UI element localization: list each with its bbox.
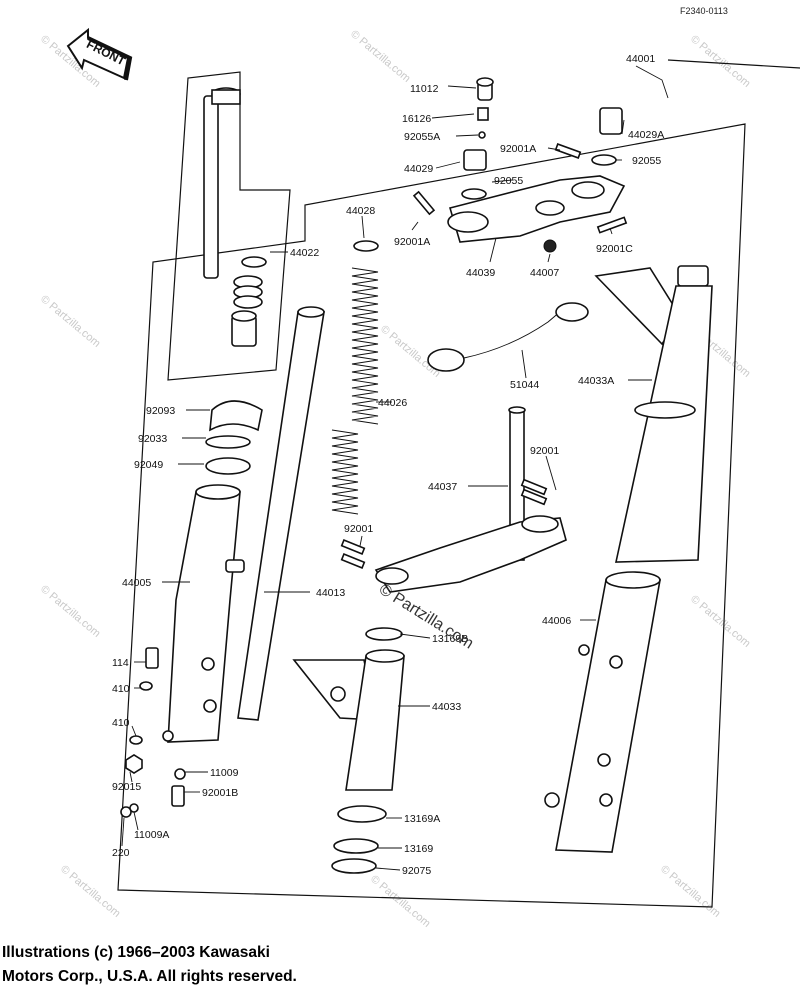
- watermark: © Partzilla.com: [688, 593, 752, 650]
- part-label-44005: 44005: [122, 577, 151, 589]
- part-label-44001: 44001: [626, 53, 655, 65]
- part-label-92015: 92015: [112, 781, 141, 793]
- watermark: © Partzilla.com: [38, 583, 102, 640]
- watermark: © Partzilla.com: [58, 863, 122, 920]
- part-label-92093: 92093: [146, 405, 175, 417]
- part-label-92001-mid: 92001: [344, 523, 373, 535]
- copyright-line-1: Illustrations (c) 1966–2003 Kawasaki: [2, 944, 270, 961]
- left-fork-slider: [120, 400, 263, 818]
- part-label-44013: 44013: [316, 587, 345, 599]
- part-label-44033: 44033: [432, 701, 461, 713]
- part-label-44029: 44029: [404, 163, 433, 175]
- part-label-44029A: 44029A: [628, 129, 664, 141]
- part-label-44028: 44028: [346, 205, 375, 217]
- part-label-13169A: 13169A: [404, 813, 440, 825]
- copyright-line-2: Motors Corp., U.S.A. All rights reserved…: [2, 968, 297, 985]
- lower-cover: [292, 627, 405, 874]
- damper-inset-outline: [167, 71, 291, 381]
- damper-rod: [203, 87, 267, 347]
- part-label-11009: 11009: [210, 767, 239, 779]
- upper-bracket: [412, 77, 628, 253]
- part-label-92001-right: 92001: [530, 445, 559, 457]
- watermark-overlay: © Partzilla.com: [376, 581, 476, 653]
- part-label-44007: 44007: [530, 267, 559, 279]
- part-label-16126: 16126: [402, 113, 431, 125]
- right-fork: [544, 265, 713, 853]
- part-label-410-a: 410: [112, 683, 130, 695]
- watermark: © Partzilla.com: [38, 293, 102, 350]
- part-label-114: 114: [112, 657, 129, 669]
- leader-lines: [121, 65, 669, 871]
- part-label-13169: 13169: [404, 843, 433, 855]
- part-label-92033: 92033: [138, 433, 167, 445]
- assembly-outline: [117, 123, 746, 908]
- part-labels: 44001 11012 16126 92055A 92001A 44029A 9…: [112, 53, 664, 877]
- part-label-92001A-top: 92001A: [500, 143, 536, 155]
- part-label-410-b: 410: [112, 717, 130, 729]
- diagram-reference-code: F2340-0113: [680, 6, 728, 16]
- fork-spring: [331, 240, 379, 515]
- part-label-11009A: 11009A: [134, 829, 169, 841]
- part-label-92055-right: 92055: [632, 155, 661, 167]
- part-label-13169B: 13169B: [432, 633, 468, 645]
- brake-hose: [427, 302, 589, 372]
- watermark: © Partzilla.com: [348, 28, 412, 85]
- part-label-92001C: 92001C: [596, 243, 633, 255]
- part-label-92001B: 92001B: [202, 787, 238, 799]
- part-label-44006: 44006: [542, 615, 571, 627]
- part-label-92055-mid: 92055: [494, 175, 523, 187]
- fork-tube-44013: [237, 306, 325, 721]
- part-label-44039: 44039: [466, 267, 495, 279]
- part-label-44037: 44037: [428, 481, 457, 493]
- watermark: © Partzilla.com: [368, 873, 432, 930]
- steering-stem: [340, 406, 567, 593]
- part-label-220: 220: [112, 847, 130, 859]
- part-label-44026: 44026: [378, 397, 407, 409]
- outline-edge: [667, 59, 800, 69]
- part-label-92075: 92075: [402, 865, 431, 877]
- part-label-11012: 11012: [410, 83, 439, 95]
- part-label-44022: 44022: [290, 247, 319, 259]
- part-label-44033A: 44033A: [578, 375, 614, 387]
- part-label-92001A-left: 92001A: [394, 236, 430, 248]
- part-label-92055A: 92055A: [404, 131, 440, 143]
- part-label-92049: 92049: [134, 459, 163, 471]
- part-label-51044: 51044: [510, 379, 539, 391]
